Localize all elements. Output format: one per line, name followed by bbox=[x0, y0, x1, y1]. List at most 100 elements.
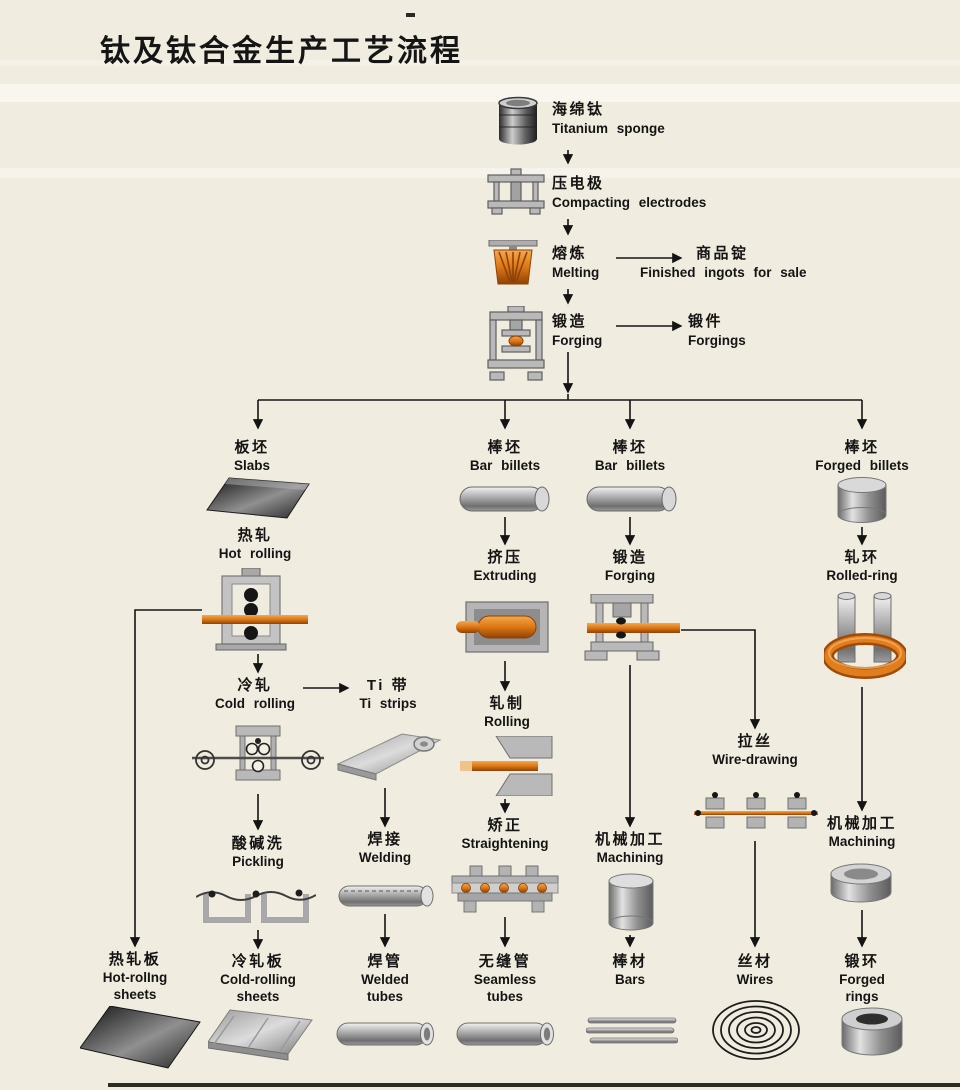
welded-tube-icon bbox=[338, 882, 434, 910]
en-text: Compacting electrodes bbox=[552, 194, 707, 210]
extrusion-press-icon bbox=[456, 596, 558, 658]
en-text: Melting bbox=[552, 264, 600, 280]
zh-text: 锻环 bbox=[844, 953, 880, 970]
melting-furnace-icon bbox=[488, 240, 538, 286]
ring-rolling-icon bbox=[824, 590, 906, 684]
en-text: Rolling bbox=[484, 714, 530, 730]
en-text: Bar billets bbox=[594, 458, 666, 474]
zh-text: 焊接 bbox=[367, 831, 403, 848]
zh-text: 挤压 bbox=[487, 549, 523, 566]
machined-cylinder-icon bbox=[604, 872, 658, 932]
en-text: Forged bbox=[839, 972, 885, 988]
en-text: Machining bbox=[828, 834, 896, 850]
en-text: Ti strips bbox=[359, 696, 417, 712]
en-text: Titanium sponge bbox=[552, 120, 665, 136]
en-text: Hot rolling bbox=[218, 546, 292, 562]
label-rolling: 轧制 Rolling bbox=[484, 694, 530, 730]
bottom-edge bbox=[108, 1083, 960, 1087]
zh-text: 轧环 bbox=[844, 549, 880, 566]
label-forgings: 锻件 Forgings bbox=[688, 312, 746, 349]
en-text: Cold rolling bbox=[215, 696, 295, 712]
en-text: Straightening bbox=[461, 836, 549, 852]
zh-text: 棒坯 bbox=[612, 439, 648, 456]
en-text: tubes bbox=[486, 989, 523, 1005]
zh-text: 焊管 bbox=[367, 953, 403, 970]
zh-text: 冷轧板 bbox=[231, 953, 285, 970]
en-text: sheets bbox=[113, 987, 157, 1003]
zh-text: 锻造 bbox=[612, 549, 648, 566]
straightening-machine-icon bbox=[448, 864, 562, 914]
label-hot-rolling: 热轧 Hot rolling bbox=[219, 526, 292, 562]
page-title: 钛及钛合金生产工艺流程 bbox=[100, 35, 463, 68]
en-text: Bars bbox=[614, 972, 646, 988]
vertical-billet-icon bbox=[834, 476, 890, 524]
label-forged-rings: 锻环 Forged rings bbox=[839, 952, 885, 1006]
label-welded-tubes: 焊管 Welded tubes bbox=[361, 952, 409, 1006]
en-text: Forgings bbox=[688, 332, 746, 348]
zh-text: 商品锭 bbox=[696, 245, 749, 262]
zh-text: 锻造 bbox=[552, 313, 588, 330]
machined-ring-icon bbox=[828, 858, 894, 908]
label-pickling: 酸碱洗 Pickling bbox=[232, 834, 285, 870]
pickling-line-icon bbox=[196, 880, 316, 928]
label-bars: 棒材 Bars bbox=[612, 952, 647, 988]
en-text: Finished ingots for sale bbox=[640, 264, 807, 280]
en-text: Rolled-ring bbox=[826, 568, 898, 584]
en-text: Forged billets bbox=[815, 458, 909, 474]
label-rolled-ring: 轧环 Rolled-ring bbox=[826, 548, 897, 584]
zh-text: 棒坯 bbox=[844, 439, 880, 456]
tube-icon bbox=[456, 1020, 556, 1048]
label-ti-strips: Ti 带 Ti strips bbox=[359, 676, 416, 712]
label-forging-2: 锻造 Forging bbox=[605, 548, 655, 584]
en-text: Extruding bbox=[473, 568, 537, 584]
label-welding: 焊接 Welding bbox=[359, 830, 411, 866]
zh-text: 热轧板 bbox=[108, 951, 162, 968]
forging-press-icon bbox=[486, 306, 546, 382]
scan-streak bbox=[0, 84, 960, 102]
en-text: Pickling bbox=[232, 854, 284, 870]
zh-text: 热轧 bbox=[237, 527, 273, 544]
en-text: Forging bbox=[604, 568, 656, 584]
label-cold-rolling: 冷轧 Cold rolling bbox=[215, 676, 295, 712]
label-cold-rolling-sheets: 冷轧板 Cold-rolling sheets bbox=[220, 952, 296, 1006]
en-text: Wires bbox=[736, 972, 774, 988]
cold-rolling-mill-icon bbox=[192, 720, 324, 792]
label-finished-ingots: 商品锭 Finished ingots for sale bbox=[640, 244, 807, 281]
zh-text: 机械加工 bbox=[594, 831, 666, 848]
label-bar-billets-2: 棒坯 Bar billets bbox=[595, 438, 665, 474]
slab-icon bbox=[205, 476, 311, 520]
label-straightening: 矫正 Straightening bbox=[462, 816, 549, 852]
en-text: rings bbox=[845, 989, 879, 1005]
zh-text: 棒材 bbox=[612, 953, 648, 970]
electrode-press-icon bbox=[486, 168, 546, 216]
bar-forging-icon bbox=[583, 594, 680, 662]
en-text: Wire-drawing bbox=[712, 752, 798, 768]
en-text: sheets bbox=[236, 989, 280, 1005]
scan-mark bbox=[406, 13, 415, 17]
en-text: Cold-rolling bbox=[220, 972, 296, 988]
titanium-sponge-barrel-icon bbox=[496, 94, 540, 146]
label-bar-billets-1: 棒坯 Bar billets bbox=[470, 438, 540, 474]
en-text: Welding bbox=[358, 850, 412, 866]
en-text: Slabs bbox=[233, 458, 271, 474]
zh-text: 无缝管 bbox=[478, 953, 532, 970]
en-text: Hot-rolIng bbox=[102, 970, 168, 986]
wire-drawing-icon bbox=[694, 788, 818, 838]
zh-text: 拉丝 bbox=[737, 733, 773, 750]
label-extruding: 挤压 Extruding bbox=[474, 548, 537, 584]
zh-text: 板坯 bbox=[234, 439, 270, 456]
zh-text: 棒坯 bbox=[487, 439, 523, 456]
label-compacting-electrodes: 压电极 Compacting electrodes bbox=[552, 174, 706, 211]
en-text: Forging bbox=[552, 332, 603, 348]
label-forged-billets: 棒坯 Forged billets bbox=[815, 438, 909, 474]
tube-rolling-icon bbox=[460, 736, 554, 796]
sheet-stack-icon bbox=[208, 1006, 314, 1062]
label-wire-drawing: 拉丝 Wire-drawing bbox=[712, 732, 797, 768]
tube-icon bbox=[336, 1020, 436, 1048]
wire-coil-icon bbox=[710, 998, 802, 1062]
zh-text: 机械加工 bbox=[826, 815, 898, 832]
forged-ring-icon bbox=[838, 1004, 906, 1062]
label-hot-rolling-sheets: 热轧板 Hot-rolIng sheets bbox=[103, 950, 167, 1004]
